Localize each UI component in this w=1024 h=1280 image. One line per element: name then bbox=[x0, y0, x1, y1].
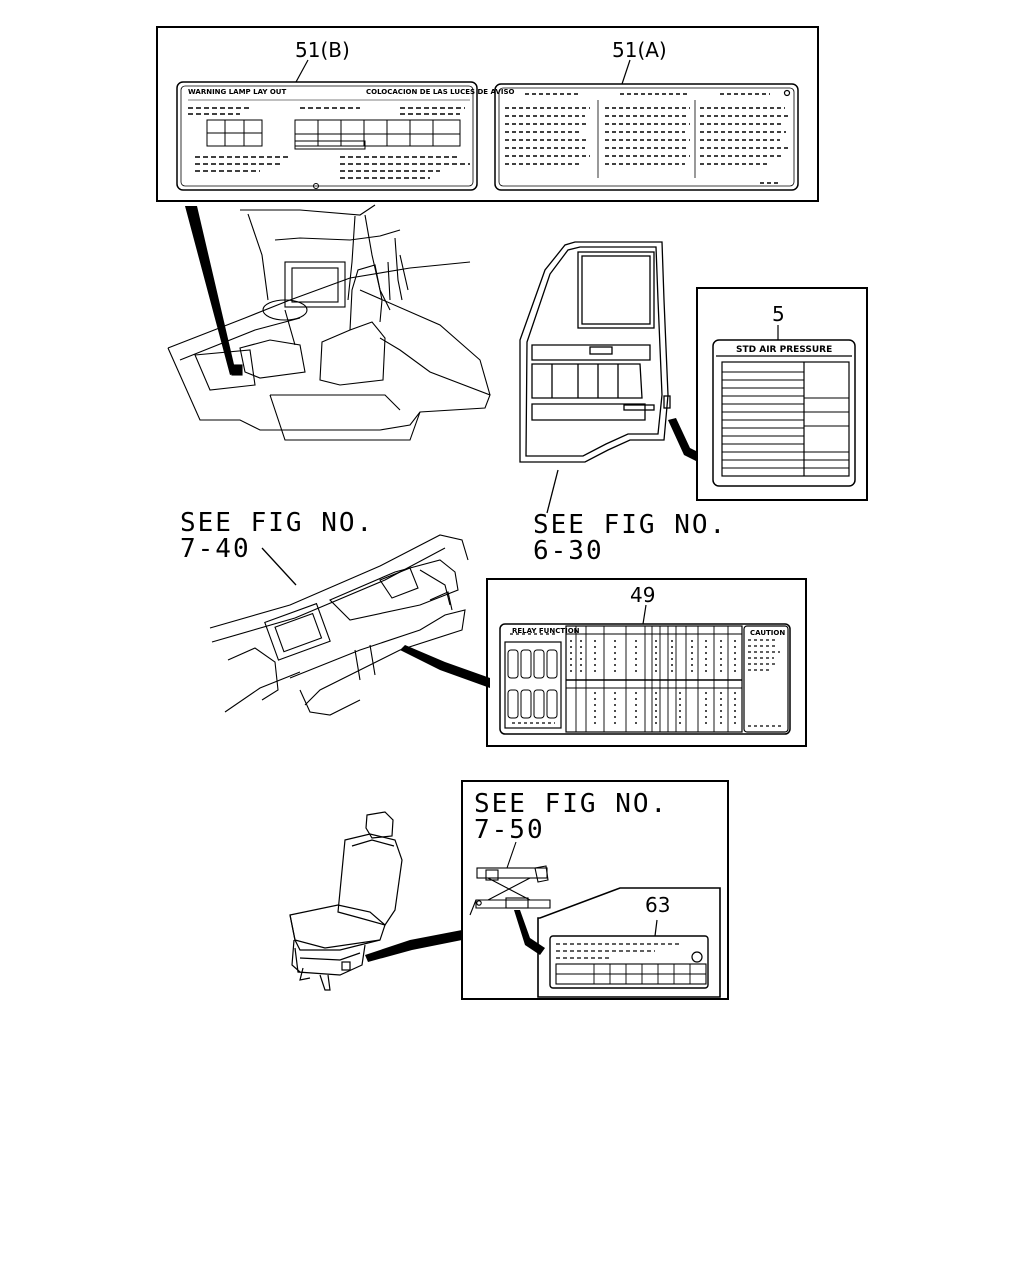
seat-label-panel bbox=[461, 780, 729, 1000]
seat-table-value: 29 bbox=[679, 978, 686, 984]
seat-drawing bbox=[289, 811, 403, 991]
see-fig-6-30-line1: SEE FIG NO. bbox=[533, 510, 727, 540]
callout-49: 49 bbox=[630, 583, 655, 607]
callout-51a: 51(A) bbox=[612, 38, 667, 62]
seat-table-header: 30 bbox=[615, 968, 622, 974]
callout-5: 5 bbox=[772, 302, 785, 326]
leader-fig-7-40 bbox=[261, 547, 297, 586]
leader-63 bbox=[365, 930, 462, 962]
warning-lamp-title-es: COLOCACION DE LAS LUCES DE AVISO bbox=[366, 88, 515, 96]
warning-lamp-title: WARNING LAMP LAY OUT bbox=[188, 88, 286, 96]
seat-speed-table: 00 30 50 70 90 80 MPH 18 19 21 24 28 29 31 bbox=[599, 968, 705, 984]
seat-table-header: 80 bbox=[679, 968, 686, 974]
see-fig-7-50-line2: 7-50 bbox=[474, 815, 545, 845]
see-fig-6-30-line2: 6-30 bbox=[533, 536, 604, 566]
see-fig-7-40-line1: SEE FIG NO. bbox=[180, 508, 374, 538]
std-air-pressure-title: STD AIR PRESSURE bbox=[736, 345, 832, 355]
caution-title: CAUTION bbox=[750, 629, 785, 637]
seat-table-header: 00 bbox=[599, 968, 606, 974]
seat-table-header: 70 bbox=[647, 968, 654, 974]
std-air-pressure-label-panel bbox=[696, 287, 868, 501]
see-fig-7-40-line2: 7-40 bbox=[180, 534, 251, 564]
fuse-relay-label-panel bbox=[486, 578, 807, 747]
seat-table-value: 19 bbox=[615, 978, 622, 984]
seat-table-value: 24 bbox=[647, 978, 654, 984]
leader-5 bbox=[668, 418, 698, 462]
seat-table-value: 31 bbox=[695, 978, 702, 984]
seat-table-header: MPH bbox=[692, 968, 705, 974]
leader-49 bbox=[400, 645, 490, 688]
seat-table-value: 18 bbox=[599, 978, 606, 984]
dashboard-drawing bbox=[209, 534, 469, 716]
leader-51 bbox=[185, 206, 236, 375]
leader-fig-6-30 bbox=[546, 469, 559, 514]
see-fig-7-50-line1: SEE FIG NO. bbox=[474, 789, 668, 819]
door-drawing bbox=[519, 241, 671, 463]
seat-table-value: 28 bbox=[663, 978, 670, 984]
seat-table-value: 21 bbox=[631, 978, 638, 984]
seat-table-header: 90 bbox=[663, 968, 670, 974]
relay-function-title: RELAY FUNCTION bbox=[512, 627, 580, 635]
warning-label-panel bbox=[156, 26, 819, 202]
callout-63: 63 bbox=[645, 893, 670, 917]
seat-table-header: 50 bbox=[631, 968, 638, 974]
cab-interior-drawing bbox=[167, 204, 491, 441]
callout-51b: 51(B) bbox=[295, 38, 350, 62]
